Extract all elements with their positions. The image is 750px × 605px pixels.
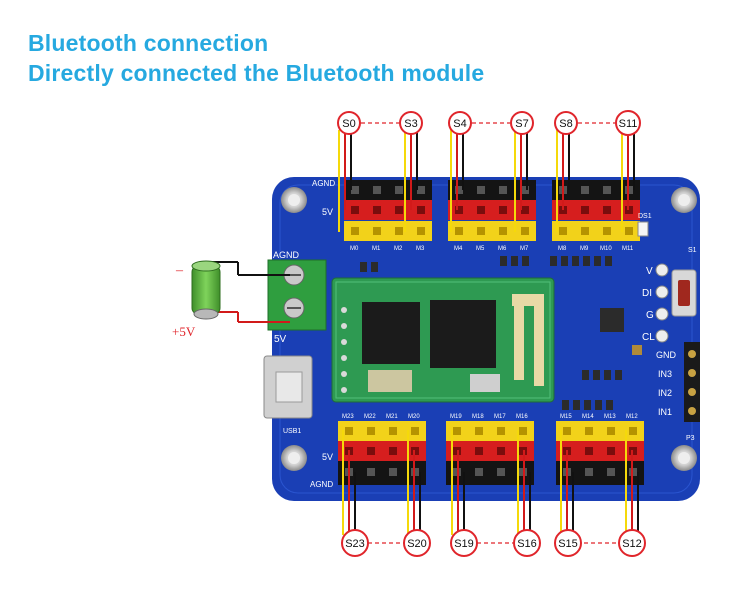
callout-s8: S8 — [554, 111, 578, 135]
battery-plus-label: +5V — [172, 324, 196, 339]
silk-m5: M5 — [476, 246, 485, 252]
silk-m17: M17 — [494, 414, 506, 420]
callout-s16: S16 — [513, 529, 541, 557]
callout-dashes — [361, 122, 619, 544]
callout-s12: S12 — [618, 529, 646, 557]
callout-s20: S20 — [403, 529, 431, 557]
label-s16: S16 — [517, 538, 537, 550]
silk-m10: M10 — [600, 246, 612, 252]
label-s20: S20 — [407, 538, 427, 550]
silk-s1: S1 — [688, 247, 697, 254]
silk-m4: M4 — [454, 246, 463, 252]
label-s7: S7 — [515, 118, 528, 130]
silk-ds1: DS1 — [638, 213, 652, 220]
smd-components — [360, 256, 642, 410]
silk-m20: M20 — [408, 414, 420, 420]
silk-m9: M9 — [580, 246, 589, 252]
silk-in1: IN1 — [658, 407, 672, 417]
silk-m3: M3 — [416, 246, 425, 252]
right-pin-pads — [655, 263, 669, 343]
silk-m15: M15 — [560, 414, 572, 420]
battery — [191, 260, 290, 323]
silk-5v-left: 5V — [274, 334, 287, 345]
callout-s0: S0 — [337, 111, 361, 135]
top-servo-wires — [338, 130, 635, 232]
callout-s23: S23 — [341, 529, 369, 557]
top-pin-headers — [344, 180, 640, 241]
silk-usb: USB1 — [283, 428, 301, 435]
label-s0: S0 — [342, 118, 355, 130]
silk-m22: M22 — [364, 414, 376, 420]
silk-agnd-bottom: AGND — [310, 480, 333, 489]
callout-s4: S4 — [448, 111, 472, 135]
callout-s7: S7 — [510, 111, 534, 135]
silk-pin-g: G — [646, 310, 654, 321]
silk-agnd-top: AGND — [312, 179, 335, 188]
silk-m1: M1 — [372, 246, 381, 252]
usb-port-inner — [275, 371, 303, 403]
silk-m7: M7 — [520, 246, 529, 252]
mounting-holes — [281, 187, 697, 471]
label-s3: S3 — [404, 118, 417, 130]
label-s23: S23 — [345, 538, 365, 550]
battery-minus-label: – — [175, 263, 184, 278]
silk-m21: M21 — [386, 414, 398, 420]
silk-m18: M18 — [472, 414, 484, 420]
led-ds1 — [637, 221, 649, 237]
silk-agnd-left: AGND — [273, 250, 300, 260]
silk-in2: IN2 — [658, 388, 672, 398]
silk-5v-top: 5V — [322, 207, 333, 217]
callout-s15: S15 — [554, 529, 582, 557]
silk-m11: M11 — [622, 246, 634, 252]
reset-button-cap — [678, 280, 690, 306]
label-s8: S8 — [559, 118, 572, 130]
silk-pin-di: DI — [642, 288, 652, 299]
silk-in3: IN3 — [658, 369, 672, 379]
label-s15: S15 — [558, 538, 578, 550]
silk-m23: M23 — [342, 414, 354, 420]
bluetooth-module — [331, 277, 555, 403]
label-s19: S19 — [454, 538, 474, 550]
bottom-servo-wires — [342, 430, 639, 535]
silk-m2: M2 — [394, 246, 403, 252]
title-line-2: Directly connected the Bluetooth module — [28, 60, 485, 86]
silk-5v-bottom: 5V — [322, 452, 333, 462]
label-s4: S4 — [453, 118, 466, 130]
silk-gnd: GND — [656, 350, 677, 360]
callout-s19: S19 — [450, 529, 478, 557]
silk-m0: M0 — [350, 246, 359, 252]
silk-m12: M12 — [626, 414, 638, 420]
label-s12: S12 — [622, 538, 642, 550]
silk-pin-v: V — [646, 266, 653, 277]
header-p3 — [684, 342, 700, 422]
silk-p3: P3 — [686, 435, 695, 442]
bottom-pin-headers — [338, 421, 644, 485]
silk-m19: M19 — [450, 414, 462, 420]
callout-s3: S3 — [399, 111, 423, 135]
silk-m16: M16 — [516, 414, 528, 420]
silk-m6: M6 — [498, 246, 507, 252]
silk-m13: M13 — [604, 414, 616, 420]
callout-s11: S11 — [615, 110, 641, 136]
screw-terminal — [267, 259, 327, 331]
top-m-labels: M0 M1 M2 M3 M4 M5 M6 M7 M8 M9 M10 M11 — [350, 246, 634, 252]
bottom-m-labels: M23 M22 M21 M20 M19 M18 M17 M16 M15 M14 … — [342, 414, 638, 420]
silk-pin-cl: CL — [642, 332, 655, 343]
label-s11: S11 — [619, 118, 638, 130]
title-line-1: Bluetooth connection — [28, 30, 269, 56]
silk-m8: M8 — [558, 246, 567, 252]
silk-m14: M14 — [582, 414, 594, 420]
